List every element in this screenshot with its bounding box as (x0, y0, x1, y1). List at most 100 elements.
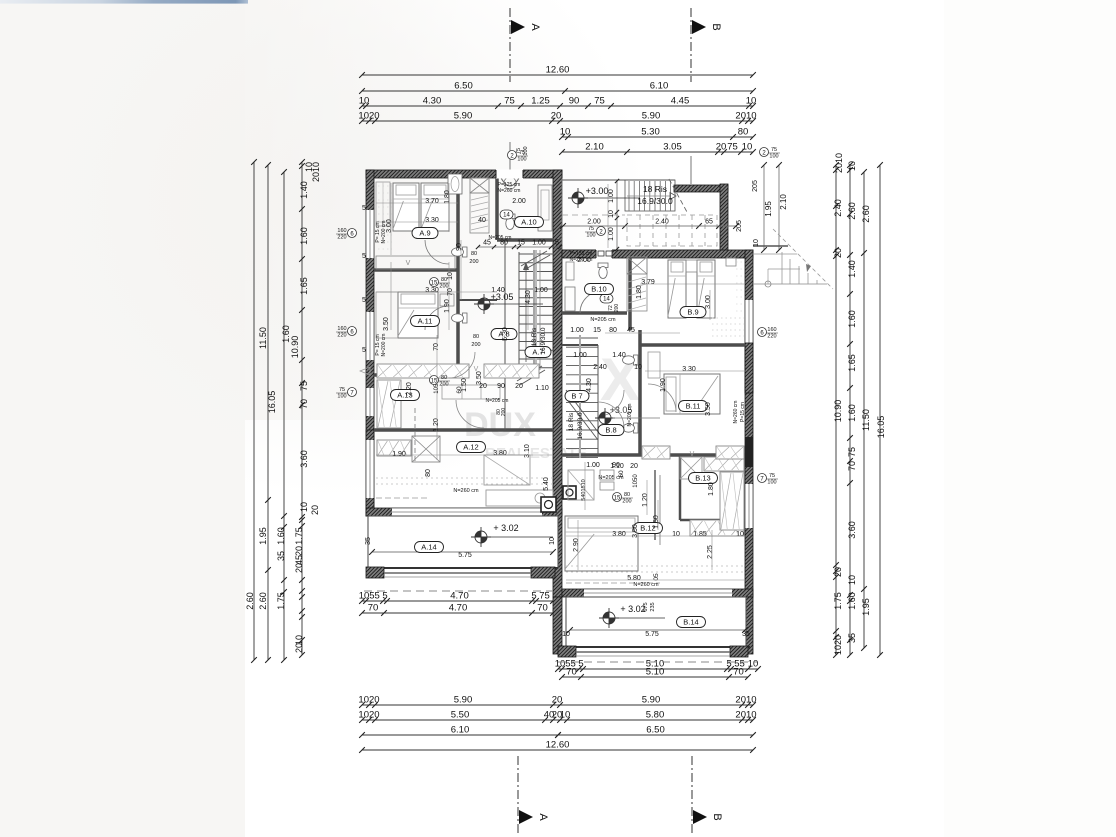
svg-text:3.05: 3.05 (663, 142, 682, 153)
svg-text:10: 10 (672, 531, 680, 538)
svg-text:20: 20 (479, 383, 487, 390)
svg-text:N=260 cm: N=260 cm (498, 188, 521, 194)
svg-text:A: A (537, 813, 549, 821)
svg-text:2.20: 2.20 (406, 382, 413, 396)
svg-text:5.10: 5.10 (646, 659, 665, 670)
svg-text:5.75: 5.75 (645, 631, 659, 638)
svg-text:75: 75 (519, 150, 525, 156)
svg-text:3.80: 3.80 (493, 450, 507, 457)
svg-text:10.90: 10.90 (833, 400, 843, 423)
svg-text:1.10: 1.10 (610, 463, 624, 470)
svg-text:5.40: 5.40 (543, 477, 550, 491)
svg-text:A.12: A.12 (463, 443, 478, 452)
svg-text:2010: 2010 (735, 111, 756, 122)
svg-text:10: 10 (299, 502, 309, 512)
svg-text:80: 80 (471, 251, 477, 257)
svg-text:V: V (690, 451, 695, 458)
svg-text:1.40: 1.40 (612, 352, 626, 359)
svg-text:80: 80 (441, 375, 447, 381)
svg-text:6: 6 (760, 330, 764, 336)
svg-text:N=260 cm: N=260 cm (733, 401, 739, 424)
svg-text:5: 5 (362, 297, 366, 304)
svg-text:10: 10 (746, 96, 757, 107)
svg-text:40: 40 (478, 217, 486, 224)
svg-text:10: 10 (608, 210, 615, 218)
svg-text:10: 10 (748, 659, 759, 670)
svg-text:220: 220 (337, 235, 346, 241)
svg-text:B.11: B.11 (686, 402, 701, 411)
svg-text:A.7: A.7 (532, 348, 543, 357)
svg-text:5.75: 5.75 (458, 552, 472, 559)
svg-text:55: 55 (565, 659, 576, 670)
svg-text:1.75: 1.75 (833, 592, 843, 610)
svg-text:1.20: 1.20 (433, 418, 440, 432)
svg-text:N=250 cm: N=250 cm (570, 257, 593, 263)
svg-text:P=15 cm: P=15 cm (740, 402, 746, 422)
svg-text:N=205 cm: N=205 cm (489, 235, 512, 241)
svg-text:10: 10 (359, 591, 370, 602)
svg-text:15: 15 (431, 378, 438, 384)
svg-text:205: 205 (752, 180, 759, 192)
svg-text:16.05: 16.05 (267, 391, 277, 414)
svg-text:70: 70 (566, 667, 577, 678)
svg-text:90: 90 (612, 462, 620, 469)
svg-text:11.50: 11.50 (861, 409, 871, 431)
svg-text:20: 20 (552, 695, 563, 706)
svg-text:70: 70 (537, 603, 548, 614)
svg-text:6.10: 6.10 (650, 81, 669, 92)
svg-text:A.14: A.14 (421, 543, 436, 552)
svg-text:1.60: 1.60 (847, 404, 857, 422)
svg-text:5: 5 (362, 347, 366, 354)
svg-text:12.60: 12.60 (546, 740, 570, 751)
svg-text:N=205 cm: N=205 cm (590, 317, 616, 323)
svg-text:3.30: 3.30 (682, 366, 696, 373)
svg-text:1.80: 1.80 (708, 482, 715, 496)
svg-text:35: 35 (847, 633, 857, 643)
svg-text:N=200 cm: N=200 cm (381, 221, 387, 244)
svg-text:3.50: 3.50 (383, 317, 390, 331)
svg-text:200: 200 (439, 382, 448, 388)
svg-text:5: 5 (726, 659, 731, 670)
svg-text:10: 10 (294, 635, 304, 645)
svg-text:6: 6 (350, 231, 354, 237)
svg-text:20: 20 (630, 463, 638, 470)
svg-text:10: 10 (847, 161, 857, 171)
svg-text:55: 55 (369, 591, 380, 602)
svg-text:3.60: 3.60 (299, 450, 309, 468)
svg-text:1.20: 1.20 (642, 493, 649, 507)
svg-text:80: 80 (425, 469, 432, 477)
svg-text:1.90: 1.90 (392, 451, 406, 458)
svg-text:A.9: A.9 (419, 229, 430, 238)
svg-text:80: 80 (609, 327, 617, 334)
svg-text:100: 100 (769, 154, 778, 160)
svg-text:10: 10 (847, 575, 857, 585)
svg-text:7: 7 (760, 476, 764, 482)
svg-text:5: 5 (531, 591, 536, 602)
svg-text:5.90: 5.90 (642, 111, 661, 122)
svg-text:N=260 cm: N=260 cm (453, 488, 479, 494)
svg-text:1.60: 1.60 (281, 325, 291, 343)
svg-text:220: 220 (767, 334, 776, 340)
svg-text:3.80: 3.80 (612, 531, 626, 538)
svg-text:70: 70 (847, 461, 857, 471)
svg-text:N=205 cm: N=205 cm (598, 475, 624, 481)
svg-text:20: 20 (552, 710, 563, 721)
svg-text:1.60: 1.60 (847, 592, 857, 610)
svg-text:4.70: 4.70 (449, 603, 468, 614)
svg-text:10: 10 (555, 659, 566, 670)
svg-text:A: A (529, 23, 541, 31)
svg-text:N=200 cm: N=200 cm (381, 334, 387, 357)
svg-text:70: 70 (733, 667, 744, 678)
svg-text:20: 20 (833, 567, 843, 577)
svg-text:75: 75 (588, 226, 594, 232)
svg-text:20: 20 (294, 643, 304, 653)
svg-text:2: 2 (510, 153, 514, 159)
svg-text:2.00: 2.00 (587, 219, 601, 226)
svg-text:1.40: 1.40 (491, 287, 505, 294)
svg-text:1.00: 1.00 (608, 227, 615, 241)
svg-text:2: 2 (599, 229, 603, 235)
svg-text:1.00: 1.00 (573, 352, 587, 359)
svg-text:4.45: 4.45 (671, 96, 690, 107)
svg-text:1.40: 1.40 (299, 181, 309, 199)
svg-text:75: 75 (594, 96, 605, 107)
